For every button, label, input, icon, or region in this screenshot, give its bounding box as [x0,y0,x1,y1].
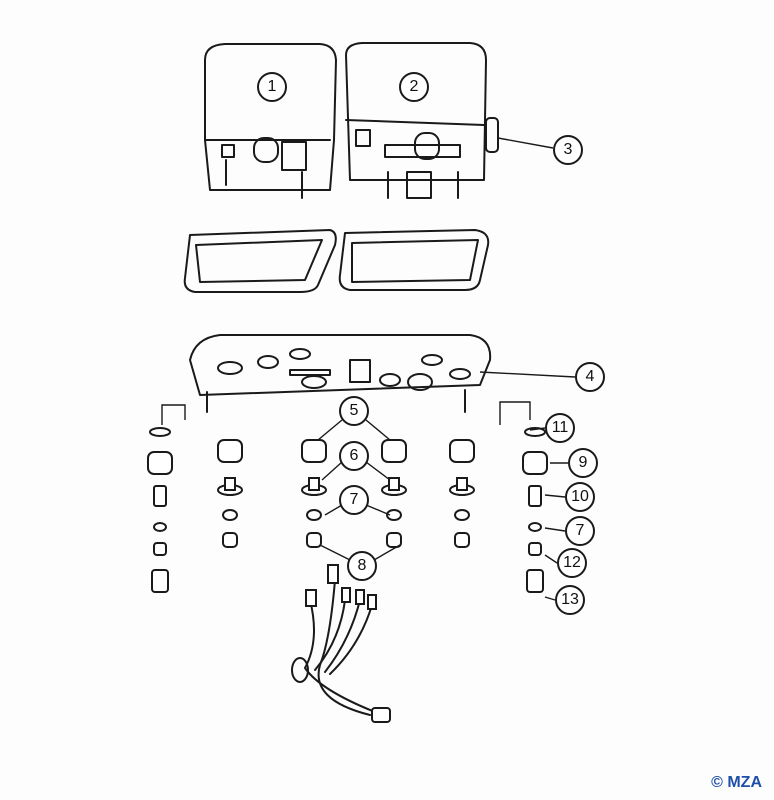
washer [149,427,171,437]
grommet [217,439,243,463]
callout-5: 5 [339,396,369,426]
callout-6: 6 [339,441,369,471]
callout-1: 1 [257,72,287,102]
bushing-stem [224,477,236,491]
callout-9: 9 [568,448,598,478]
housing-right [345,42,499,199]
nut [386,532,402,548]
lens-right [338,229,490,291]
spacer [153,485,167,507]
lens-left [183,229,337,293]
bushing-stem [388,477,400,491]
nut [528,542,542,556]
bushing-stem [308,477,320,491]
grommet [301,439,327,463]
hardware-stacks [147,427,548,593]
grommet [147,451,173,475]
lock-washer [528,522,542,532]
grommet [449,439,475,463]
callout-12: 12 [557,548,587,578]
callout-13: 13 [555,585,585,615]
bushing-stem [456,477,468,491]
wiring-harness [291,564,391,723]
nut [153,542,167,556]
callout-7: 7 [339,485,369,515]
base-plate [189,334,492,396]
grommet [381,439,407,463]
callout-11: 11 [545,413,575,443]
callout-3: 3 [553,135,583,165]
cap [151,569,169,593]
callout-4: 4 [575,362,605,392]
copyright-label: © MZA [711,774,762,791]
housing-left [204,43,337,199]
cap [526,569,544,593]
grommet [522,451,548,475]
lock-washer [153,522,167,532]
washer [306,509,322,521]
nut [222,532,238,548]
nut [306,532,322,548]
washer [454,509,470,521]
washer [222,509,238,521]
spacer [528,485,542,507]
nut [454,532,470,548]
washer [386,509,402,521]
callout-10: 10 [565,482,595,512]
callout-2: 2 [399,72,429,102]
callout-8: 8 [347,551,377,581]
callout-7-right: 7 [565,516,595,546]
